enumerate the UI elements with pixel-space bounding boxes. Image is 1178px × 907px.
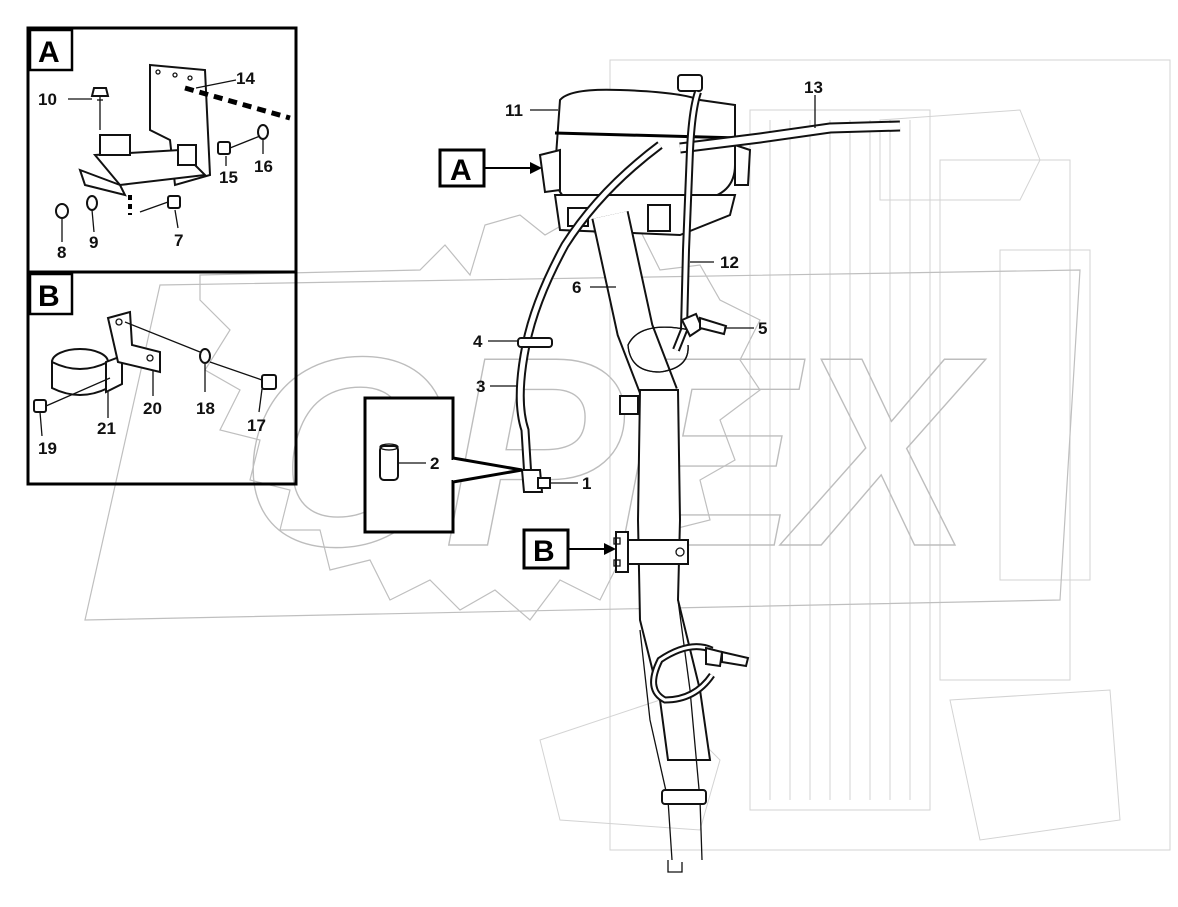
watermark-text: OPEX: [240, 302, 986, 603]
screw-19: [33, 377, 111, 413]
background-engine-outline: [539, 59, 1171, 851]
label-13: 13: [804, 78, 823, 97]
label-10: 10: [38, 90, 57, 109]
clamp-5: [680, 312, 728, 338]
label-2: 2: [430, 454, 439, 473]
fitting-1: [520, 469, 551, 493]
watermark-logo: OPEX: [84, 214, 1081, 621]
insert-box-part-2: 2: [363, 396, 523, 534]
label-6: 6: [572, 278, 581, 297]
label-18: 18: [196, 399, 215, 418]
detail-box-a: A: [26, 26, 298, 274]
label-7: 7: [174, 231, 183, 250]
label-19: 19: [38, 439, 57, 458]
nut-8: [55, 203, 69, 219]
label-17: 17: [247, 416, 266, 435]
callout-b-letter: B: [533, 535, 555, 568]
detail-box-b: B 19 21: [26, 270, 298, 486]
label-8: 8: [57, 243, 66, 262]
clamp-4: [517, 337, 553, 348]
label-15: 15: [219, 168, 238, 187]
sleeve-2: [379, 443, 399, 481]
washer-16: [257, 124, 269, 140]
bracket-20: [106, 310, 161, 374]
callout-a-main: A: [438, 148, 542, 188]
pipe-bracket-b: [613, 531, 689, 573]
detail-a-letter: A: [38, 36, 60, 69]
detail-b-letter: B: [38, 280, 60, 313]
label-3: 3: [476, 377, 485, 396]
callout-a-letter: A: [450, 154, 472, 187]
label-9: 9: [89, 233, 98, 252]
label-12: 12: [720, 253, 739, 272]
clamp-21: [51, 348, 123, 396]
screw-7: [139, 195, 181, 213]
bolt-15: [217, 135, 261, 155]
bolt-17: [209, 361, 277, 390]
label-21: 21: [97, 419, 116, 438]
label-20: 20: [143, 399, 162, 418]
label-4: 4: [473, 332, 483, 351]
main-assembly: [515, 74, 901, 873]
washer-9: [86, 195, 98, 211]
label-1: 1: [582, 474, 591, 493]
screw-10: [90, 87, 110, 130]
label-14: 14: [236, 69, 255, 88]
label-5: 5: [758, 319, 767, 338]
callout-b-main: B: [522, 528, 616, 570]
washer-18: [199, 348, 211, 364]
label-16: 16: [254, 157, 273, 176]
label-11: 11: [505, 101, 523, 120]
